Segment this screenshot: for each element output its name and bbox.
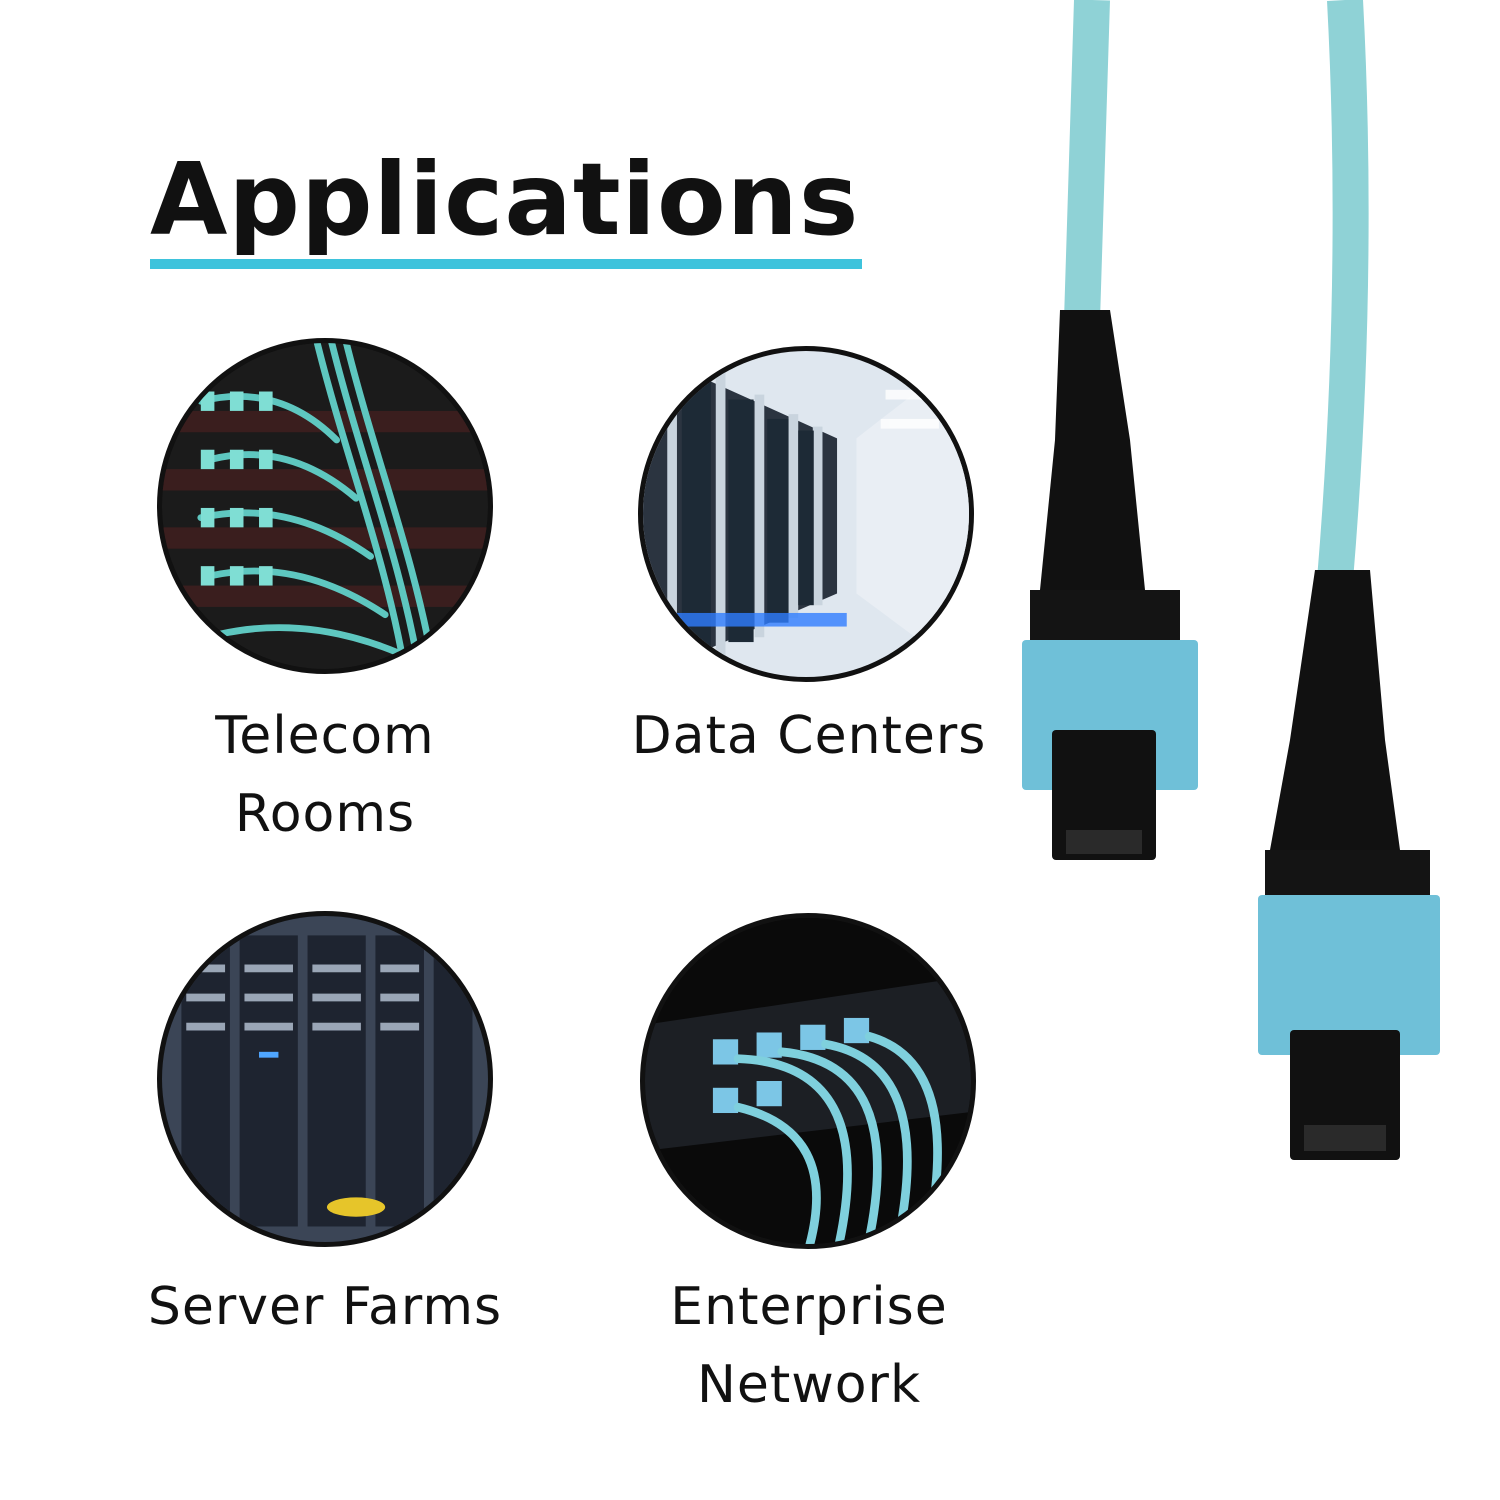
telecom-rooms-image xyxy=(157,338,493,674)
data-centers-image xyxy=(638,346,974,682)
enterprise-network-label: Enterprise Network xyxy=(579,1268,1039,1424)
telecom-rack-photo xyxy=(162,343,488,669)
right-connector xyxy=(1258,570,1440,1160)
label-line-1: Telecom xyxy=(215,706,435,766)
data-centers-label: Data Centers xyxy=(579,697,1039,775)
label-line-1: Data Centers xyxy=(631,706,987,766)
server-farms-label: Server Farms xyxy=(95,1268,555,1346)
title-underline xyxy=(150,259,862,269)
left-cable xyxy=(1064,0,1110,321)
label-line-1: Enterprise xyxy=(670,1277,948,1337)
label-line-2: Network xyxy=(696,1355,922,1415)
label-line-2: Rooms xyxy=(234,784,416,844)
fiber-cable-illustration xyxy=(1022,0,1440,1160)
label-line-1: Server Farms xyxy=(147,1277,503,1337)
enterprise-network-image xyxy=(640,913,976,1249)
data-center-aisle-photo xyxy=(643,351,969,677)
telecom-rooms-label: Telecom Rooms xyxy=(95,697,555,853)
server-farms-image xyxy=(157,911,493,1247)
patch-panel-photo xyxy=(645,918,971,1244)
server-rack-photo xyxy=(162,916,488,1242)
right-cable xyxy=(1317,0,1369,582)
page-title: Applications xyxy=(150,141,860,258)
left-connector xyxy=(1022,310,1198,860)
